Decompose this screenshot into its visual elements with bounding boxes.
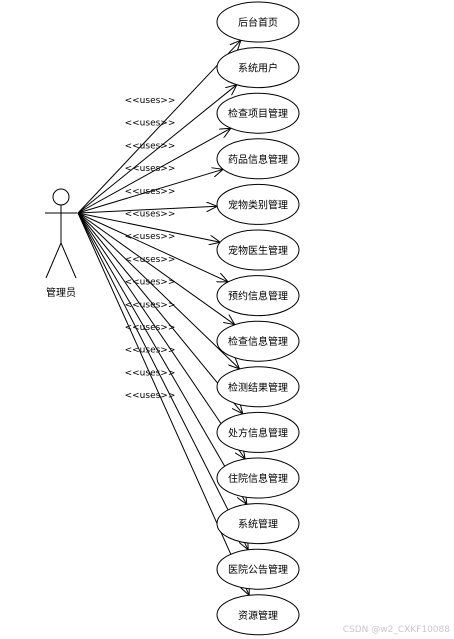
use-case-label: 宠物医生管理 [228, 244, 288, 257]
association-arrow [77, 169, 223, 214]
use-case-ellipse [216, 366, 300, 408]
use-case-ellipse [216, 183, 300, 225]
association-arrow [77, 212, 245, 459]
actor-figure [45, 188, 77, 279]
stereotype-label: <<uses>> [125, 255, 176, 265]
stereotype-label: <<uses>> [125, 368, 176, 378]
use-case-label: 处方信息管理 [228, 426, 288, 439]
association-links [77, 40, 249, 595]
use-case-ellipses: 后台首页系统用户检查项目管理药品信息管理宠物类别管理宠物医生管理预约信息管理检查… [216, 1, 300, 636]
association-arrow [77, 40, 241, 214]
use-case: 系统管理 [216, 503, 300, 545]
use-case: 系统用户 [216, 47, 300, 89]
actor-left-leg [45, 242, 62, 279]
stereotype-label: <<uses>> [125, 278, 176, 288]
stereotype-label: <<uses>> [125, 141, 176, 151]
use-case: 资源管理 [216, 594, 300, 636]
use-case-label: 药品信息管理 [228, 153, 288, 166]
association-arrow [77, 212, 235, 325]
association-arrow [77, 212, 220, 242]
stereotype-label: <<uses>> [125, 391, 176, 401]
use-case: 检查信息管理 [216, 320, 300, 362]
stereotype-label: <<uses>> [125, 323, 176, 333]
use-case-ellipse [216, 411, 300, 453]
use-case-ellipse [216, 503, 300, 545]
use-case-label: 系统用户 [238, 62, 278, 75]
use-case-ellipse [216, 47, 300, 89]
use-case-ellipse [216, 320, 300, 362]
use-case-ellipse [216, 138, 300, 180]
stereotype-label: <<uses>> [125, 119, 176, 129]
association-arrow [77, 212, 228, 282]
use-case-label: 资源管理 [238, 609, 278, 622]
association-arrow [77, 212, 248, 550]
use-case: 检查项目管理 [216, 92, 300, 134]
use-case-label: 后台首页 [238, 16, 278, 29]
stereotype-label: <<uses>> [125, 210, 176, 220]
use-case-ellipse [216, 275, 300, 317]
use-case-ellipse [216, 548, 300, 590]
use-case-ellipse [216, 1, 300, 43]
stereotype-labels: <<uses>> <<uses>> <<uses>> <<uses>> <<uses>>… [125, 96, 176, 401]
use-case: 检测结果管理 [216, 366, 300, 408]
association-arrow [77, 128, 231, 214]
association-arrow [77, 85, 237, 214]
use-case-label: 检测结果管理 [228, 381, 288, 394]
use-case-label: 检查信息管理 [228, 335, 288, 348]
use-case: 后台首页 [216, 1, 300, 43]
stereotype-label: <<uses>> [125, 346, 176, 356]
use-case: 医院公告管理 [216, 548, 300, 590]
use-case: 药品信息管理 [216, 138, 300, 180]
watermark-text: CSDN @w2_CXKF10088 [342, 625, 450, 635]
association-arrow [77, 206, 217, 214]
stereotype-label: <<uses>> [125, 232, 176, 242]
actor-head [52, 188, 70, 206]
association-arrow [77, 212, 247, 504]
use-case: 住院信息管理 [216, 457, 300, 499]
use-case-ellipse [216, 457, 300, 499]
use-case-label: 预约信息管理 [228, 290, 288, 303]
use-case: 宠物医生管理 [216, 229, 300, 271]
use-case-label: 检查项目管理 [228, 107, 288, 120]
use-case: 宠物类别管理 [216, 183, 300, 225]
actor-right-leg [60, 242, 77, 279]
stereotype-label: <<uses>> [125, 96, 176, 106]
use-case-ellipse [216, 594, 300, 636]
use-case-ellipse [216, 92, 300, 134]
actor-name: 管理员 [46, 286, 76, 299]
use-case-ellipse [216, 229, 300, 271]
stereotype-label: <<uses>> [125, 300, 176, 310]
association-arrow [77, 212, 249, 595]
use-case-label: 住院信息管理 [228, 472, 288, 485]
use-case-label: 医院公告管理 [228, 563, 288, 576]
use-case: 处方信息管理 [216, 411, 300, 453]
association-arrow [77, 212, 243, 414]
use-case: 预约信息管理 [216, 275, 300, 317]
association-arrow [77, 212, 240, 369]
stereotype-label: <<uses>> [125, 164, 176, 174]
use-case-label: 系统管理 [238, 518, 278, 531]
stereotype-label: <<uses>> [125, 187, 176, 197]
use-case-label: 宠物类别管理 [228, 198, 288, 211]
